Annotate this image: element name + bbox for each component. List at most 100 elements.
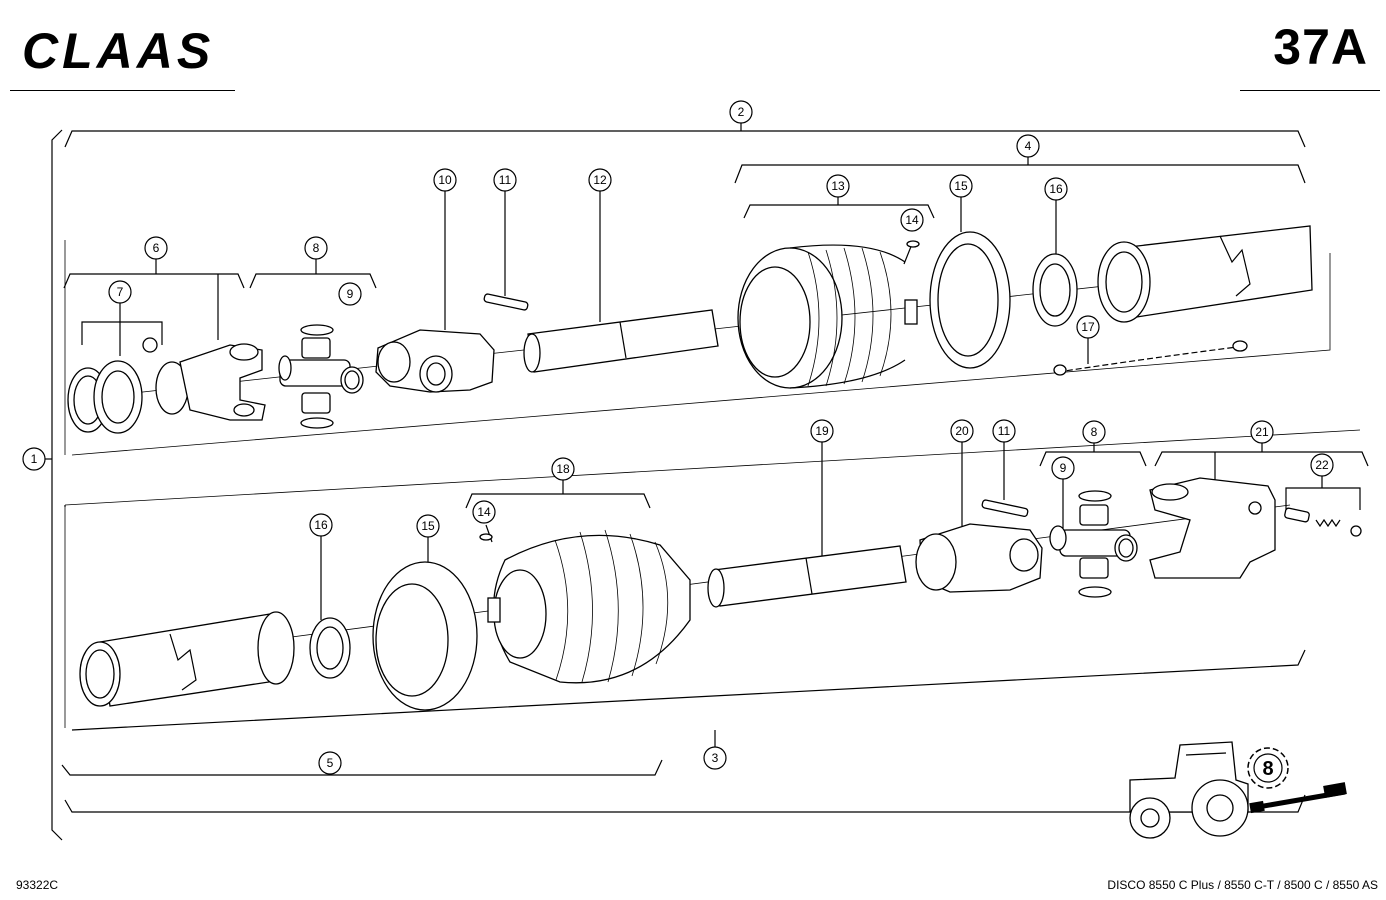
- svg-text:7: 7: [117, 285, 124, 299]
- callout-10: 10: [433, 168, 457, 192]
- callout-17: 17: [1076, 315, 1100, 339]
- bracket-13: [743, 204, 935, 219]
- svg-text:19: 19: [815, 424, 829, 438]
- part-4-outer-tube: [1097, 225, 1313, 323]
- callout-5: 5: [318, 751, 342, 775]
- bracket-4: [734, 164, 1306, 184]
- drawing-code: 93322C: [16, 878, 59, 892]
- part-12-profile-tube: [523, 188, 719, 373]
- svg-text:6: 6: [153, 241, 160, 255]
- svg-text:8: 8: [313, 241, 320, 255]
- bracket-8-upper: [249, 273, 377, 289]
- part-16-bearing-upper: [1032, 200, 1078, 327]
- svg-text:12: 12: [593, 173, 607, 187]
- svg-text:5: 5: [327, 756, 334, 770]
- svg-text:16: 16: [1049, 182, 1063, 196]
- part-8-cross-joint-upper: [278, 324, 364, 429]
- callout-14-lower: 14: [472, 500, 496, 524]
- svg-text:1: 1: [31, 452, 38, 466]
- part-14-screw-lower: [479, 524, 493, 543]
- upper-frame: [71, 253, 1331, 456]
- callout-11-lower: 11: [992, 419, 1016, 443]
- svg-text:20: 20: [955, 424, 969, 438]
- callout-14-upper: 14: [900, 208, 924, 232]
- part-8-cross-joint-lower: [1049, 478, 1138, 598]
- callout-20: 20: [950, 419, 974, 443]
- part-22-detent-parts: [1284, 507, 1362, 537]
- claas-logo-mark: CLAAS: [22, 23, 214, 79]
- part-15-bearing-ring-upper: [929, 197, 1011, 369]
- callout-18: 18: [551, 457, 575, 481]
- part-20-inner-yoke-lower: [915, 442, 1043, 593]
- svg-text:18: 18: [556, 462, 570, 476]
- lower-frame-top: [64, 429, 1361, 506]
- callout-8-upper: 8: [304, 236, 328, 260]
- svg-text:11: 11: [499, 173, 512, 187]
- bracket-22: [1285, 487, 1361, 510]
- bracket-6: [63, 273, 245, 289]
- svg-text:22: 22: [1315, 458, 1329, 472]
- callout-22: 22: [1310, 453, 1334, 477]
- header-rule-right: [1240, 90, 1380, 91]
- tractor-icon: [1129, 741, 1249, 839]
- part-7-seal-rings: [67, 337, 158, 434]
- part-6-yoke: [155, 343, 266, 421]
- callout-9-lower: 9: [1051, 456, 1075, 480]
- svg-text:2: 2: [738, 105, 745, 119]
- callout-15-upper: 15: [949, 174, 973, 198]
- svg-text:16: 16: [314, 518, 328, 532]
- part-11-pin-lower: [981, 442, 1029, 517]
- part-19-profile-tube-lower: [707, 442, 907, 608]
- svg-text:15: 15: [421, 519, 435, 533]
- brand-text: CLAAS: [22, 26, 214, 76]
- part-14-screw-upper: [903, 240, 920, 265]
- callout-11-upper: 11: [493, 168, 517, 192]
- bracket-8-lower: [1039, 451, 1147, 467]
- part-5-guard-tube: [79, 611, 295, 707]
- model-list: DISCO 8550 C Plus / 8550 C-T / 8500 C / …: [1107, 878, 1378, 892]
- part-10-inner-yoke: [375, 188, 495, 393]
- svg-text:17: 17: [1081, 320, 1095, 334]
- gear-icon: 8: [1247, 747, 1289, 789]
- svg-text:8: 8: [1091, 425, 1098, 439]
- bracket-7: [81, 321, 163, 345]
- svg-text:9: 9: [347, 287, 354, 301]
- svg-text:14: 14: [477, 505, 491, 519]
- header-rule-left: [10, 90, 235, 91]
- bracket-21: [1154, 451, 1369, 467]
- callout-3: 3: [703, 746, 727, 770]
- callout-1: 1: [22, 447, 46, 471]
- bracket-2: [64, 130, 1306, 148]
- callout-13: 13: [826, 174, 850, 198]
- svg-text:10: 10: [438, 173, 452, 187]
- part-17-chain: [1053, 337, 1248, 376]
- part-21-yoke-lower: [1149, 477, 1276, 579]
- callout-16-upper: 16: [1044, 177, 1068, 201]
- gear-label: 8: [1262, 758, 1273, 780]
- part-18-guard-cone-lower: [487, 529, 691, 684]
- page-number: 37A: [1273, 19, 1368, 75]
- callout-16-lower: 16: [309, 513, 333, 537]
- callout-19: 19: [810, 419, 834, 443]
- callout-12: 12: [588, 168, 612, 192]
- callout-8-lower: 8: [1082, 420, 1106, 444]
- svg-text:15: 15: [954, 179, 968, 193]
- part-11-pin-upper: [483, 188, 529, 311]
- bracket-1: [51, 129, 63, 841]
- bracket-3-lower: [64, 794, 1306, 813]
- bracket-18: [465, 493, 651, 509]
- callout-7: 7: [108, 280, 132, 304]
- part-16-bearing-lower: [309, 536, 351, 679]
- svg-text:11: 11: [998, 424, 1011, 438]
- svg-text:14: 14: [905, 213, 919, 227]
- bracket-3: [71, 649, 1306, 731]
- claas-logo: CLAAS: [22, 23, 242, 79]
- callout-21: 21: [1250, 420, 1274, 444]
- svg-text:3: 3: [712, 751, 719, 765]
- svg-text:9: 9: [1060, 461, 1067, 475]
- callout-6: 6: [144, 236, 168, 260]
- pto-shaft-icon: [1249, 782, 1347, 814]
- svg-text:21: 21: [1255, 425, 1269, 439]
